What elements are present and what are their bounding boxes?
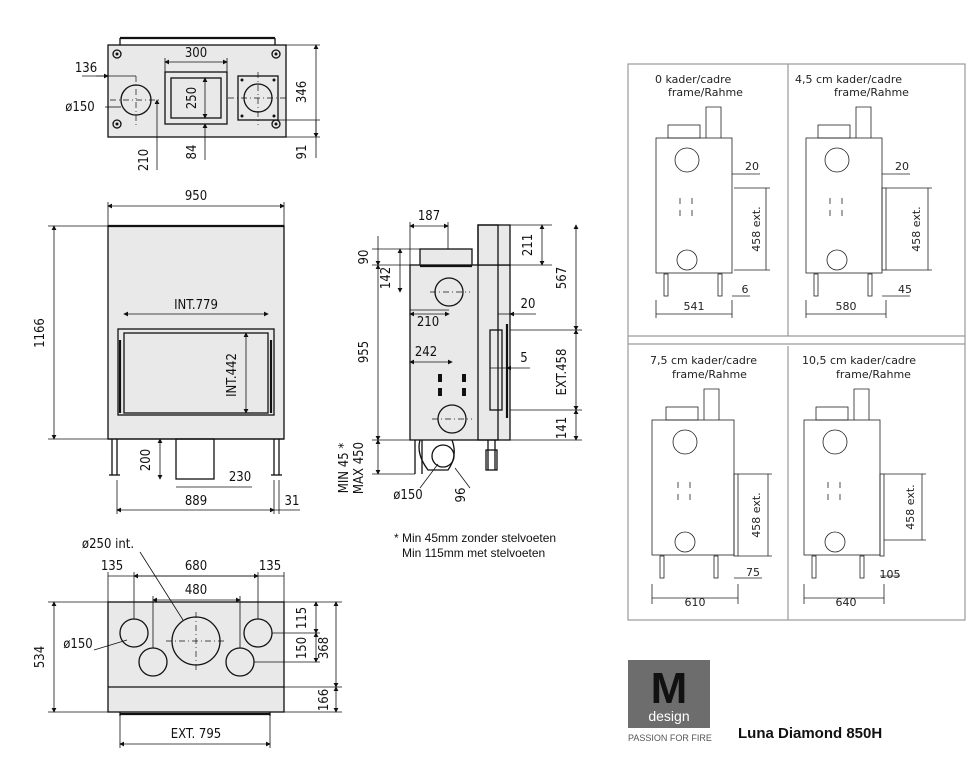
dim-top-346: 346 — [295, 81, 310, 103]
frame-panels — [627, 63, 966, 621]
frame-panel-1: 4,5 cm kader/cadre frame/Rahme 20 458 ex… — [795, 73, 932, 318]
dim-bottom-680: 680 — [185, 559, 207, 574]
dim-side-20: 20 — [521, 297, 536, 312]
dim-bottom-135-left: 135 — [101, 559, 123, 574]
panel-3-dside: 105 — [880, 568, 901, 581]
dim-side-567: 567 — [555, 267, 570, 289]
panel-3-dwidth: 640 — [836, 596, 857, 609]
panel-0-d20: 20 — [745, 160, 759, 173]
dim-bottom-115: 115 — [295, 607, 310, 629]
dim-bottom-368: 368 — [317, 637, 332, 659]
frame-panel-3: 10,5 cm kader/cadre frame/Rahme 458 ext.… — [802, 354, 926, 609]
dim-side-90: 90 — [357, 250, 372, 265]
panel-1-title-2: frame/Rahme — [834, 86, 909, 99]
dim-bottom-150: 150 — [295, 637, 310, 659]
side-view: 187 90 142 211 567 210 20 955 242 5 EXT.… — [337, 209, 582, 503]
dim-bottom-166: 166 — [317, 689, 332, 711]
dim-side-210: 210 — [417, 315, 439, 330]
dim-side-5: 5 — [520, 351, 527, 366]
panel-2-dwidth: 610 — [685, 596, 706, 609]
dim-bottom-480: 480 — [185, 583, 207, 598]
dim-top-91: 91 — [295, 145, 310, 160]
frame-panel-0: 0 kader/cadre frame/Rahme 20 458 ext. 6 … — [655, 73, 770, 318]
dim-top-250: 250 — [185, 87, 200, 109]
top-view: 300 136 ø150 250 346 210 84 91 — [65, 36, 320, 171]
panel-0-dext: 458 ext. — [750, 206, 763, 251]
dim-side-242: 242 — [415, 345, 437, 360]
front-view: 950 1166 INT.779 INT.442 200 230 889 31 — [33, 189, 300, 514]
dim-top-136: 136 — [75, 61, 97, 76]
panel-1-dside: 45 — [898, 283, 912, 296]
panel-3-dext: 458 ext. — [904, 484, 917, 529]
dim-front-889: 889 — [185, 494, 207, 509]
dim-side-min45: MIN 45 * — [337, 443, 352, 494]
panel-2-title-1: 7,5 cm kader/cadre — [650, 354, 757, 367]
panel-2-dside: 75 — [746, 566, 760, 579]
product-name: Luna Diamond 850H — [738, 725, 882, 742]
panel-1-dwidth: 580 — [836, 300, 857, 313]
panel-0-title-1: 0 kader/cadre — [655, 73, 731, 86]
dim-front-int779: INT.779 — [174, 298, 218, 313]
dim-front-200: 200 — [139, 449, 154, 471]
dim-side-142: 142 — [379, 267, 394, 289]
dim-side-dia150: ø150 — [393, 488, 422, 503]
panel-1-dext: 458 ext. — [910, 206, 923, 251]
dim-side-ext458: EXT.458 — [555, 349, 570, 396]
dim-bottom-534: 534 — [33, 646, 48, 668]
dim-side-955: 955 — [357, 341, 372, 363]
dim-front-1166: 1166 — [33, 318, 48, 348]
dim-bottom-dia150: ø150 — [63, 637, 92, 652]
dim-front-950: 950 — [185, 189, 207, 204]
dim-side-187: 187 — [418, 209, 440, 224]
panel-0-dside: 6 — [742, 283, 749, 296]
panel-1-d20: 20 — [895, 160, 909, 173]
panel-2-title-2: frame/Rahme — [672, 368, 747, 381]
panel-3-title-2: frame/Rahme — [836, 368, 911, 381]
footnote-line-2: Min 115mm met stelvoeten — [402, 546, 545, 560]
logo-letter: M — [651, 664, 688, 713]
footnote-line-1: * Min 45mm zonder stelvoeten — [394, 531, 556, 545]
dim-top-300: 300 — [185, 46, 207, 61]
dim-bottom-dia250: ø250 int. — [82, 537, 134, 552]
panel-0-dwidth: 541 — [684, 300, 705, 313]
dim-top-210: 210 — [137, 149, 152, 171]
panel-0-title-2: frame/Rahme — [668, 86, 743, 99]
panel-1-title-1: 4,5 cm kader/cadre — [795, 73, 902, 86]
dim-bottom-ext795: EXT. 795 — [171, 727, 222, 742]
bottom-view: ø250 int. 135 680 135 480 ø150 534 115 1… — [33, 537, 342, 748]
logo-word: design — [648, 708, 689, 724]
dim-top-84: 84 — [185, 145, 200, 160]
dim-side-211: 211 — [521, 234, 536, 256]
logo-tagline: PASSION FOR FIRE — [628, 733, 712, 743]
logo-background — [628, 660, 710, 728]
dim-bottom-135-right: 135 — [259, 559, 281, 574]
dim-front-230: 230 — [229, 470, 251, 485]
panel-2-dext: 458 ext. — [750, 492, 763, 537]
dim-top-dia150: ø150 — [65, 100, 94, 115]
dim-front-int442: INT.442 — [225, 353, 240, 397]
dim-front-31: 31 — [285, 494, 300, 509]
dim-side-96: 96 — [454, 488, 469, 503]
dim-side-max450: MAX 450 — [352, 442, 367, 494]
frame-panel-2: 7,5 cm kader/cadre frame/Rahme 458 ext. … — [650, 354, 772, 609]
dim-side-141: 141 — [555, 417, 570, 439]
panel-3-title-1: 10,5 cm kader/cadre — [802, 354, 916, 367]
mdesign-logo: M design PASSION FOR FIRE — [628, 660, 712, 743]
